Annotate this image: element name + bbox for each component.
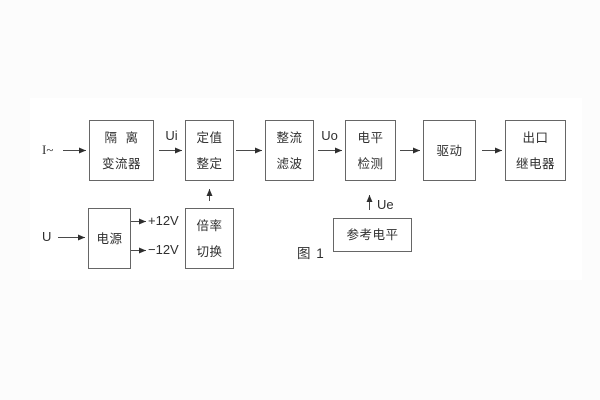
- label-rail-negative: −12V: [148, 242, 179, 257]
- block-text: 倍率: [196, 218, 223, 233]
- label-signal-ue: Ue: [377, 197, 394, 212]
- block-text: 整定: [196, 156, 223, 171]
- block-multiplier-switch: 倍率 切换: [185, 208, 234, 269]
- block-isolation-transformer: 隔 离 变流器: [89, 120, 154, 181]
- block-level-detect: 电平 检测: [345, 120, 396, 181]
- block-text: 驱动: [436, 143, 463, 158]
- block-reference-level: 参考电平: [333, 218, 412, 252]
- block-text: 滤波: [276, 156, 303, 171]
- label-signal-ui: Ui: [165, 128, 178, 143]
- block-drive: 驱动: [423, 120, 476, 181]
- block-text: 电平: [357, 130, 384, 145]
- label-input-current: I~: [42, 142, 54, 157]
- block-text: 继电器: [515, 156, 555, 171]
- block-setpoint-adjust: 定值 整定: [185, 120, 234, 181]
- block-text: 出口: [522, 130, 549, 145]
- figure-caption: 图 1: [297, 246, 325, 261]
- block-text: 检测: [357, 156, 384, 171]
- block-text: 参考电平: [346, 228, 399, 242]
- block-text: 定值: [196, 130, 223, 145]
- label-rail-positive: +12V: [148, 213, 179, 228]
- block-power-supply: 电源: [88, 208, 131, 269]
- block-text: 电源: [96, 231, 123, 246]
- label-input-voltage: U: [42, 229, 52, 244]
- block-output-relay: 出口 继电器: [505, 120, 566, 181]
- block-text: 切换: [196, 244, 223, 259]
- block-text: 变流器: [101, 156, 141, 171]
- block-rectify-filter: 整流 滤波: [265, 120, 314, 181]
- block-text: 隔 离: [104, 130, 139, 145]
- block-text: 整流: [276, 130, 303, 145]
- label-signal-uo: Uo: [321, 128, 338, 143]
